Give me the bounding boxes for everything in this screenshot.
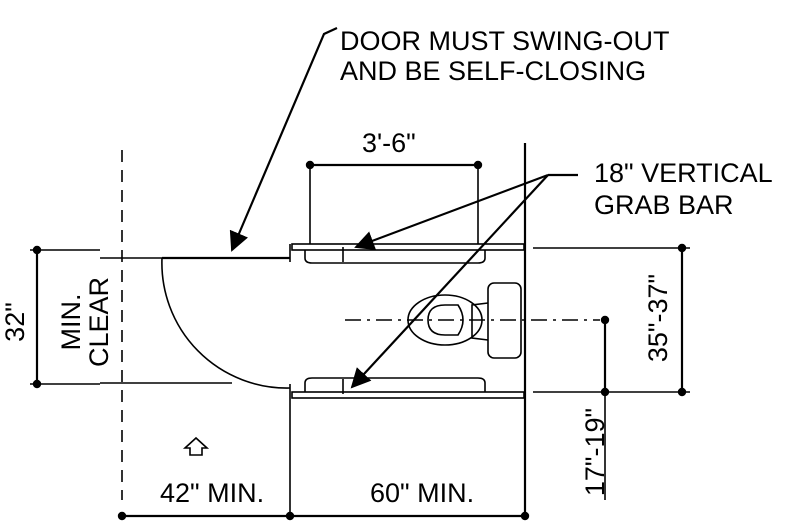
- door-swing-arc: [161, 257, 291, 389]
- door-width-dimension: 32": [0, 302, 30, 342]
- grab-bar-note-line1: 18" VERTICAL: [594, 158, 773, 188]
- top-grab-bar-leader: [354, 173, 549, 251]
- bottom-partition: [291, 391, 525, 399]
- dimension-dot: [32, 379, 42, 389]
- top-partition: [291, 243, 525, 251]
- entry-arrow-icon: [182, 436, 210, 456]
- clear-label-line1: MIN.: [56, 294, 86, 351]
- dimension-dot: [285, 511, 295, 521]
- grab-bar-spacing-dimension: 3'-6": [362, 128, 416, 158]
- dimension-dot: [305, 160, 315, 170]
- dimension-dot: [677, 243, 687, 253]
- bottom-grab-bar: [304, 377, 486, 392]
- toilet: [407, 282, 522, 359]
- dimension-dot: [600, 315, 610, 325]
- dimension-dot: [473, 160, 483, 170]
- dimension-dot: [677, 387, 687, 397]
- grab-bar-note-line2: GRAB BAR: [594, 190, 734, 220]
- dimension-dot: [32, 245, 42, 255]
- stall-depth-dimension: 60" MIN.: [370, 478, 474, 508]
- toilet-range-dimension: 35"-37": [643, 274, 673, 362]
- approach-depth-dimension: 42" MIN.: [160, 478, 264, 508]
- door-note-line2: AND BE SELF-CLOSING: [340, 56, 646, 86]
- clear-label-line2: CLEAR: [84, 277, 114, 367]
- bottom-grab-bar-leader: [350, 174, 549, 389]
- dimension-dot: [520, 511, 530, 521]
- dimension-dot: [117, 511, 127, 521]
- dimension-dot: [600, 387, 610, 397]
- door-note-line1: DOOR MUST SWING-OUT: [340, 26, 669, 56]
- door-leader: [229, 27, 338, 252]
- top-grab-bar: [304, 250, 486, 264]
